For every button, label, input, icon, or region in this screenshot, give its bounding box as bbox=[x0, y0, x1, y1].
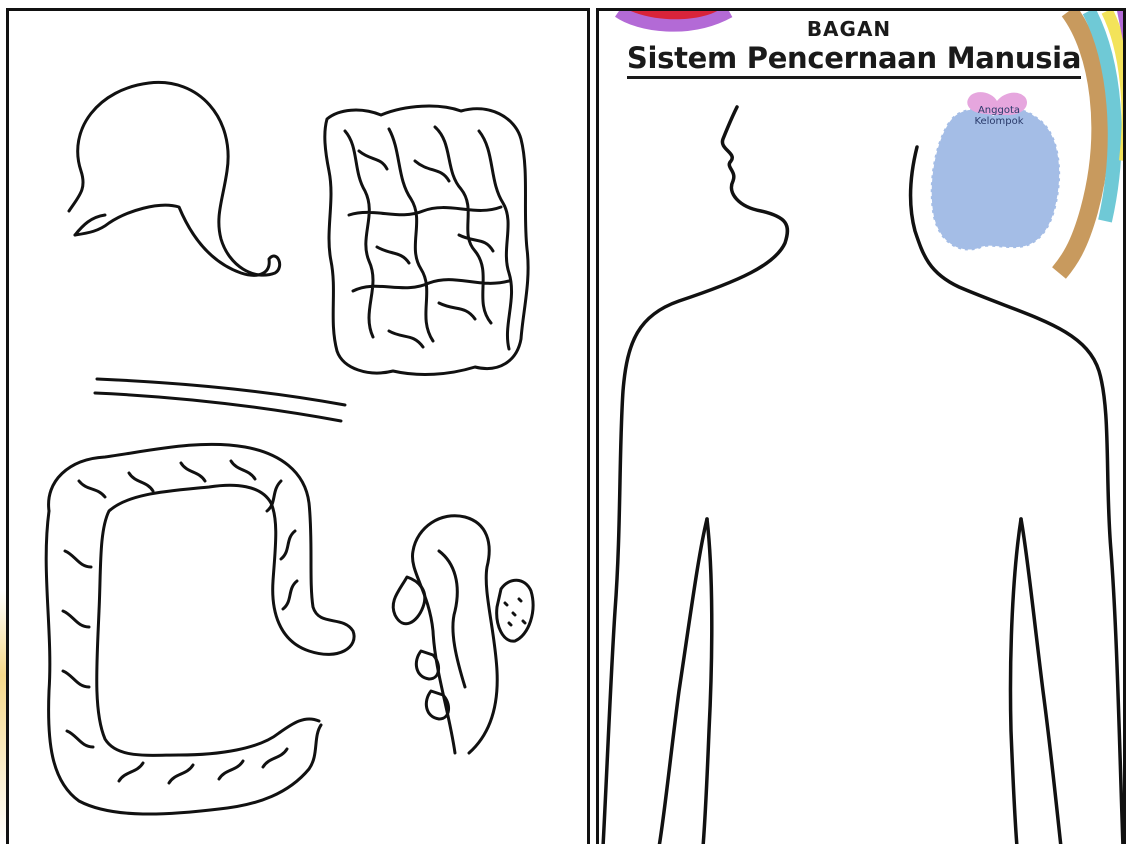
large-intestine-icon bbox=[46, 444, 354, 814]
stomach-icon bbox=[69, 82, 280, 275]
group-members-label-line2: Kelompok bbox=[959, 116, 1039, 127]
organ-cutouts-panel bbox=[6, 8, 590, 844]
digestive-chart-panel: BAGAN Sistem Pencernaan Manusia Anggota … bbox=[596, 8, 1126, 844]
group-members-label: Anggota Kelompok bbox=[959, 105, 1039, 127]
chart-title-small: BAGAN bbox=[599, 17, 1099, 41]
esophagus-icon bbox=[95, 379, 345, 421]
chart-title-main: Sistem Pencernaan Manusia bbox=[627, 41, 1081, 79]
small-intestine-icon bbox=[325, 106, 528, 374]
group-members-label-line1: Anggota bbox=[959, 105, 1039, 116]
chart-title: BAGAN Sistem Pencernaan Manusia bbox=[599, 17, 1099, 79]
liver-pancreas-icon bbox=[393, 516, 533, 753]
